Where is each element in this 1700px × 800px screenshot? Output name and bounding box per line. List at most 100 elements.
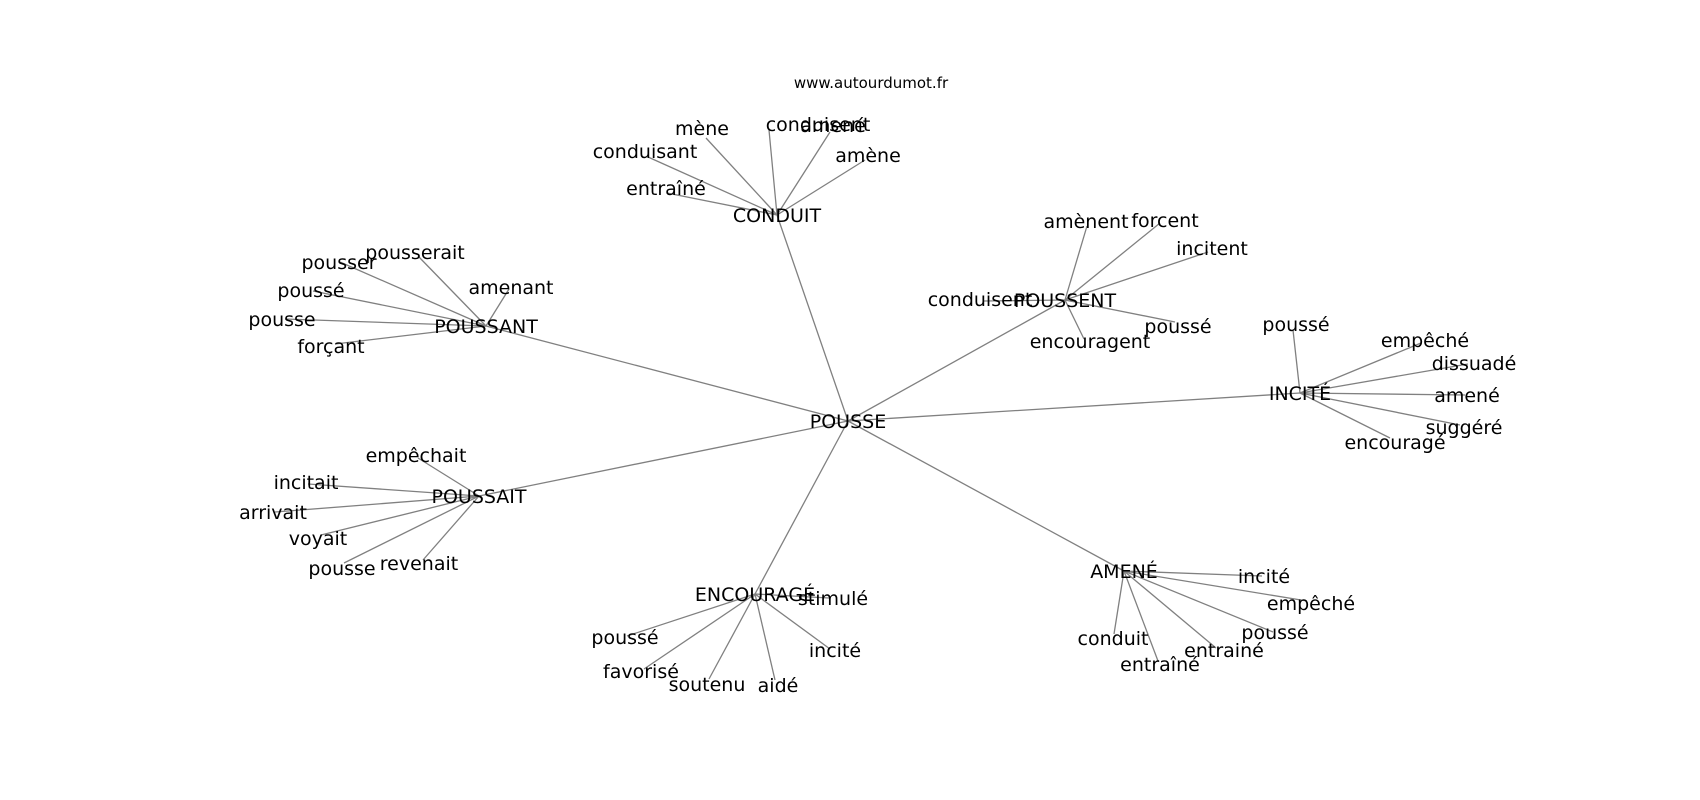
leaf-node-label[interactable]: poussé bbox=[1241, 622, 1308, 644]
leaf-node-label[interactable]: amené bbox=[1434, 385, 1500, 407]
leaf-node-label[interactable]: entraîné bbox=[626, 178, 706, 200]
leaf-node-label[interactable]: conduisant bbox=[593, 141, 698, 163]
edge-incite-leaf bbox=[1292, 329, 1301, 394]
leaf-node-label[interactable]: incitent bbox=[1176, 238, 1248, 260]
edge-poussait-leaf bbox=[274, 495, 480, 513]
edge-incite-leaf bbox=[1299, 392, 1461, 426]
edge-center-encourage bbox=[754, 420, 849, 595]
leaf-node-label[interactable]: poussé bbox=[1144, 316, 1211, 338]
leaf-node-label[interactable]: dissuadé bbox=[1432, 353, 1517, 375]
hub-node-label-amene[interactable]: AMENÉ bbox=[1090, 560, 1158, 583]
leaf-node-label[interactable]: amenant bbox=[468, 277, 553, 299]
edge-conduit-leaf bbox=[776, 159, 866, 216]
leaf-node-label[interactable]: empêchait bbox=[366, 445, 467, 467]
edge-poussait-leaf bbox=[417, 457, 480, 497]
leaf-node-label[interactable]: conduisent bbox=[928, 289, 1033, 311]
edge-amene-leaf bbox=[1123, 570, 1263, 577]
edge-amene-leaf bbox=[1123, 570, 1308, 602]
edge-encourage-leaf bbox=[754, 593, 830, 599]
edge-encourage-leaf bbox=[626, 593, 756, 637]
edge-poussant-leaf bbox=[312, 290, 487, 327]
leaf-node-label[interactable]: incitait bbox=[274, 472, 339, 494]
leaf-node-label[interactable]: pousse bbox=[248, 309, 315, 331]
edge-incite-leaf bbox=[1299, 363, 1469, 394]
graph-edges bbox=[274, 129, 1469, 681]
leaf-node-label[interactable]: poussé bbox=[591, 627, 658, 649]
leaf-node-label[interactable]: incité bbox=[1238, 566, 1290, 588]
edge-center-amene bbox=[847, 420, 1125, 572]
edge-conduit-leaf bbox=[768, 129, 778, 216]
leaf-node-label[interactable]: arrivait bbox=[239, 502, 307, 524]
leaf-node-label[interactable]: voyait bbox=[289, 528, 347, 550]
leaf-node-label[interactable]: amené bbox=[800, 115, 866, 137]
edge-incite-leaf bbox=[1299, 392, 1466, 396]
hub-node-label-poussant[interactable]: POUSSANT bbox=[434, 316, 538, 338]
hub-node-label-poussent[interactable]: POUSSENT bbox=[1014, 290, 1117, 312]
site-label: www.autourdumot.fr bbox=[794, 74, 949, 92]
edge-poussait-leaf bbox=[307, 483, 480, 497]
edge-center-poussant bbox=[485, 325, 849, 422]
leaf-node-label[interactable]: conduit bbox=[1078, 628, 1149, 650]
leaf-node-label[interactable]: poussé bbox=[1262, 314, 1329, 336]
leaf-node-label[interactable]: empêché bbox=[1267, 593, 1355, 615]
leaf-node-label[interactable]: forcent bbox=[1131, 210, 1198, 232]
leaf-node-label[interactable]: aidé bbox=[758, 675, 799, 697]
edge-center-poussent bbox=[847, 299, 1066, 422]
leaf-node-label[interactable]: entraîné bbox=[1120, 654, 1200, 676]
leaf-node-label[interactable]: entrainé bbox=[1184, 640, 1264, 662]
hub-node-label-poussait[interactable]: POUSSAIT bbox=[432, 486, 527, 508]
edge-incite-leaf bbox=[1299, 392, 1391, 439]
edge-incite-leaf bbox=[1299, 342, 1422, 394]
edge-poussant-leaf bbox=[334, 325, 487, 345]
edge-conduit-leaf bbox=[666, 192, 778, 216]
edge-center-poussait bbox=[478, 420, 849, 497]
hub-node-label-incite[interactable]: INCITÉ bbox=[1269, 382, 1331, 405]
leaf-node-label[interactable]: suggéré bbox=[1426, 417, 1503, 439]
leaf-node-label[interactable]: pousser bbox=[301, 252, 376, 274]
leaf-node-label[interactable]: incité bbox=[809, 640, 861, 662]
leaf-node-label[interactable]: amènent bbox=[1043, 211, 1128, 233]
edge-poussant-leaf bbox=[339, 261, 487, 327]
edge-conduit-leaf bbox=[647, 156, 778, 216]
edge-encourage-leaf bbox=[643, 593, 756, 670]
edge-poussent-leaf bbox=[1064, 299, 1085, 340]
edge-poussent-leaf bbox=[1064, 299, 1176, 323]
leaf-node-label[interactable]: encouragent bbox=[1030, 331, 1151, 353]
edge-amene-leaf bbox=[1113, 570, 1125, 635]
leaf-node-label[interactable]: stimulé bbox=[798, 588, 868, 610]
leaf-node-label[interactable]: favorisé bbox=[603, 661, 679, 683]
edge-encourage-leaf bbox=[708, 593, 756, 680]
edge-center-incite bbox=[847, 392, 1301, 422]
edge-encourage-leaf bbox=[754, 593, 776, 681]
edge-poussant-leaf bbox=[284, 318, 487, 327]
edge-poussent-leaf bbox=[1064, 251, 1209, 301]
edge-center-conduit bbox=[776, 214, 849, 422]
leaf-node-label[interactable]: pousse bbox=[308, 558, 375, 580]
leaf-node-label[interactable]: poussé bbox=[277, 280, 344, 302]
edge-poussent-leaf bbox=[1064, 222, 1161, 301]
leaf-node-label[interactable]: empêché bbox=[1381, 330, 1469, 352]
edge-poussent-leaf bbox=[983, 299, 1066, 302]
leaf-node-label[interactable]: forçant bbox=[297, 336, 364, 358]
edge-poussent-leaf bbox=[1064, 225, 1088, 301]
edge-poussait-leaf bbox=[422, 495, 480, 561]
edge-amene-leaf bbox=[1123, 570, 1274, 633]
center-node-label[interactable]: POUSSE bbox=[810, 411, 886, 433]
leaf-node-label[interactable]: revenait bbox=[380, 553, 458, 575]
edge-poussait-leaf bbox=[343, 495, 480, 564]
edge-poussant-leaf bbox=[485, 288, 510, 327]
edge-poussait-leaf bbox=[320, 495, 480, 536]
leaf-node-label[interactable]: encouragé bbox=[1344, 432, 1445, 454]
edge-poussant-leaf bbox=[417, 255, 487, 327]
edge-amene-leaf bbox=[1123, 570, 1217, 649]
hub-node-label-conduit[interactable]: CONDUIT bbox=[733, 205, 822, 227]
leaf-node-label[interactable]: pousserait bbox=[365, 242, 464, 264]
leaf-node-label[interactable]: soutenu bbox=[669, 674, 746, 696]
edge-conduit-leaf bbox=[776, 131, 831, 216]
leaf-node-label[interactable]: mène bbox=[675, 118, 729, 140]
hub-node-label-encourage[interactable]: ENCOURAGÉ bbox=[695, 583, 815, 606]
leaf-node-label[interactable]: amène bbox=[835, 145, 901, 167]
leaf-node-label[interactable]: conduisent bbox=[766, 114, 871, 136]
